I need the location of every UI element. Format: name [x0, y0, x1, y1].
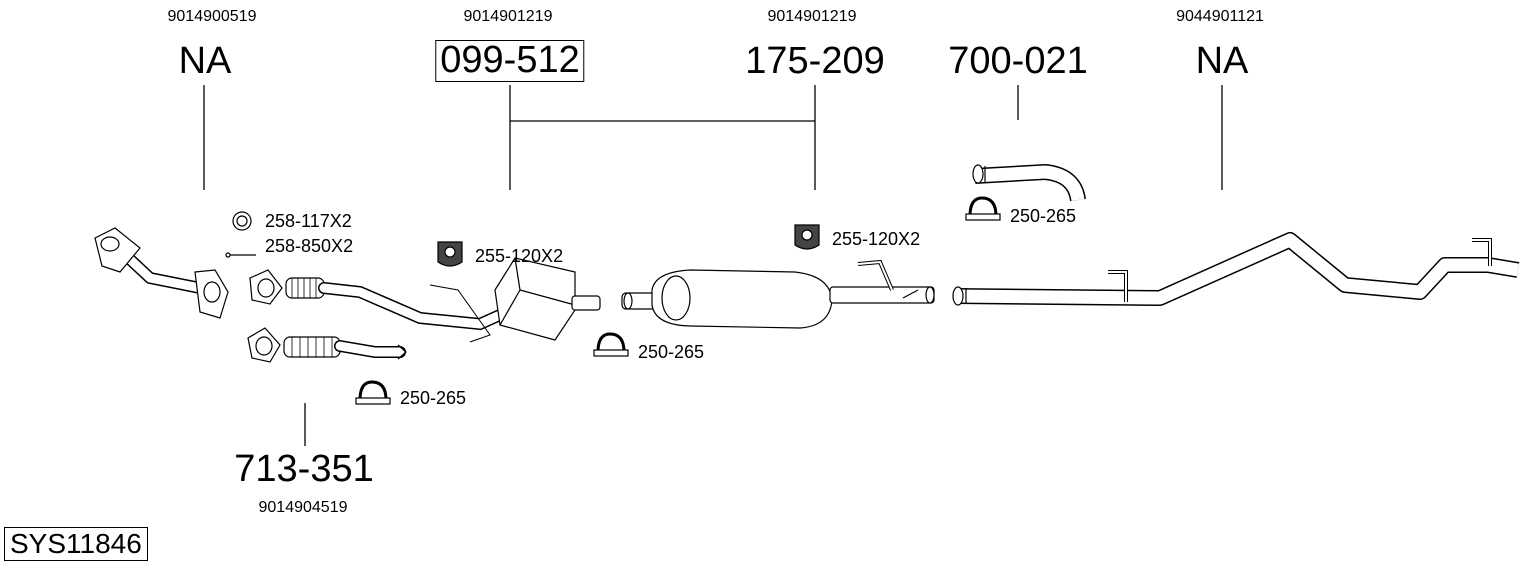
rubber-mount-icon [794, 224, 820, 250]
oe-number: 9014901219 [463, 8, 553, 25]
pipe-clamp-icon [965, 196, 1001, 221]
oe-number: 9044901121 [1176, 8, 1264, 25]
pipe-clamp-icon [593, 332, 629, 357]
rubber-mount-icon [437, 241, 463, 267]
middle-silencer [621, 259, 935, 329]
part-number[interactable]: 700-021 [948, 40, 1088, 82]
accessory-label[interactable]: 250-265 [400, 388, 467, 408]
accessory-label[interactable]: 250-265 [1010, 206, 1077, 226]
part-number[interactable]: 713-351 [234, 448, 374, 490]
part-number[interactable]: NA [178, 40, 232, 82]
accessory-label[interactable]: 255-120X2 [475, 246, 564, 266]
oe-number: 9014900519 [167, 8, 257, 25]
accessory-label[interactable]: 250-265 [638, 342, 705, 362]
catalytic-converter [494, 257, 601, 341]
accessory-label[interactable]: 255-120X2 [832, 229, 921, 249]
gasket-ring-icon [232, 211, 252, 231]
part-number[interactable]: 175-209 [745, 40, 885, 82]
tail-pipe [972, 163, 1086, 202]
system-code: SYS11846 [4, 527, 148, 561]
accessory-label[interactable]: 258-117X2 [265, 211, 352, 231]
accessory-label[interactable]: 258-850X2 [265, 236, 354, 256]
part-number[interactable]: 099-512 [435, 40, 585, 82]
oe-number: 9014904519 [258, 499, 348, 516]
pipe-clamp-icon [355, 380, 391, 405]
flex-pipe-lower [247, 327, 407, 363]
rear-pipe [952, 232, 1520, 306]
front-pipe [94, 227, 229, 319]
oe-number: 9014901219 [767, 8, 857, 25]
flex-pipe-upper [249, 269, 506, 343]
part-number[interactable]: NA [1195, 40, 1249, 82]
bolt-icon [225, 252, 256, 258]
